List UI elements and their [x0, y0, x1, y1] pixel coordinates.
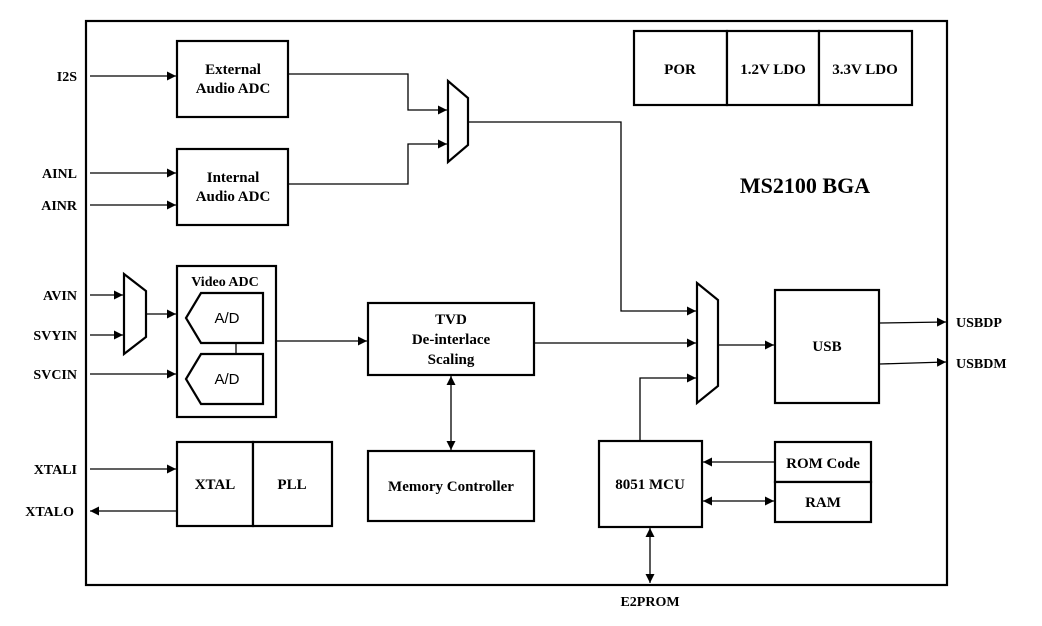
- ldo-1v2-label: 1.2V LDO: [740, 62, 806, 78]
- power-group: POR 1.2V LDO 3.3V LDO: [632, 29, 914, 107]
- pin-usbdm-label: USBDM: [956, 357, 1007, 372]
- ad-converter-upper: [184, 291, 265, 345]
- video-input-mux: [122, 271, 148, 357]
- internal-audio-adc-label-line2: Audio ADC: [196, 189, 271, 205]
- pin-svyin-label: SVYIN: [33, 329, 77, 344]
- external-audio-adc-label-line2: Audio ADC: [196, 81, 271, 97]
- chip-title: MS2100 BGA: [740, 173, 870, 198]
- pin-ainr-label: AINR: [41, 199, 78, 214]
- internal-audio-adc-box: [175, 147, 290, 227]
- rom-code-box: [773, 440, 873, 484]
- usbdm-arrow: [879, 357, 947, 367]
- por-box: [632, 29, 729, 107]
- pin-xtali-label: XTALI: [34, 463, 77, 478]
- pin-xtalo-label: XTALO: [25, 505, 74, 520]
- memory-controller-label: Memory Controller: [388, 479, 514, 495]
- int-adc-to-mux-line: [288, 139, 447, 185]
- pin-ainl-label: AINL: [42, 167, 77, 182]
- pin-usbdp-label: USBDP: [956, 316, 1002, 331]
- internal-audio-adc-label-line1: Internal: [207, 170, 260, 186]
- video-adc-label: Video ADC: [191, 275, 259, 290]
- pin-svcin-label: SVCIN: [33, 368, 77, 383]
- usbdp-arrow: [879, 317, 947, 327]
- pin-e2prom-label: E2PROM: [620, 595, 679, 610]
- tvd-box: [366, 301, 536, 377]
- pll-label: PLL: [277, 477, 306, 493]
- ldo-1v2-box: [725, 29, 821, 107]
- tvd-label-line2: De-interlace: [412, 332, 491, 348]
- por-label: POR: [664, 62, 696, 78]
- ext-adc-to-mux-line: [288, 73, 447, 115]
- mcu-label: 8051 MCU: [615, 477, 685, 493]
- mcu-box: [597, 439, 704, 529]
- tvd-label-line3: Scaling: [428, 352, 475, 368]
- usb-box: [773, 288, 881, 405]
- usb-output-mux: [695, 280, 720, 406]
- ldo-3v3-box: [817, 29, 914, 107]
- ram-label: RAM: [805, 495, 841, 511]
- ldo-3v3-label: 3.3V LDO: [832, 62, 898, 78]
- ad-converter-upper-label: A/D: [214, 310, 239, 327]
- memory-controller-box: [366, 449, 536, 523]
- pin-i2s-label: I2S: [57, 70, 77, 85]
- rom-code-label: ROM Code: [786, 456, 860, 472]
- ad-converter-lower-label: A/D: [214, 371, 239, 388]
- pll-box: [251, 440, 334, 528]
- mcu-to-output-mux-line: [639, 373, 696, 441]
- audio-mux: [446, 78, 470, 165]
- usb-label: USB: [812, 339, 841, 355]
- audio-mux-to-output-mux-line: [468, 121, 696, 316]
- ram-box: [773, 480, 873, 524]
- xtal-box: [175, 440, 255, 528]
- pin-avin-label: AVIN: [43, 289, 77, 304]
- ad-converter-lower: [184, 352, 265, 406]
- external-audio-adc-label-line1: External: [205, 62, 261, 78]
- tvd-label-line1: TVD: [435, 312, 467, 328]
- xtal-label: XTAL: [195, 477, 236, 493]
- external-audio-adc-box: [175, 39, 290, 119]
